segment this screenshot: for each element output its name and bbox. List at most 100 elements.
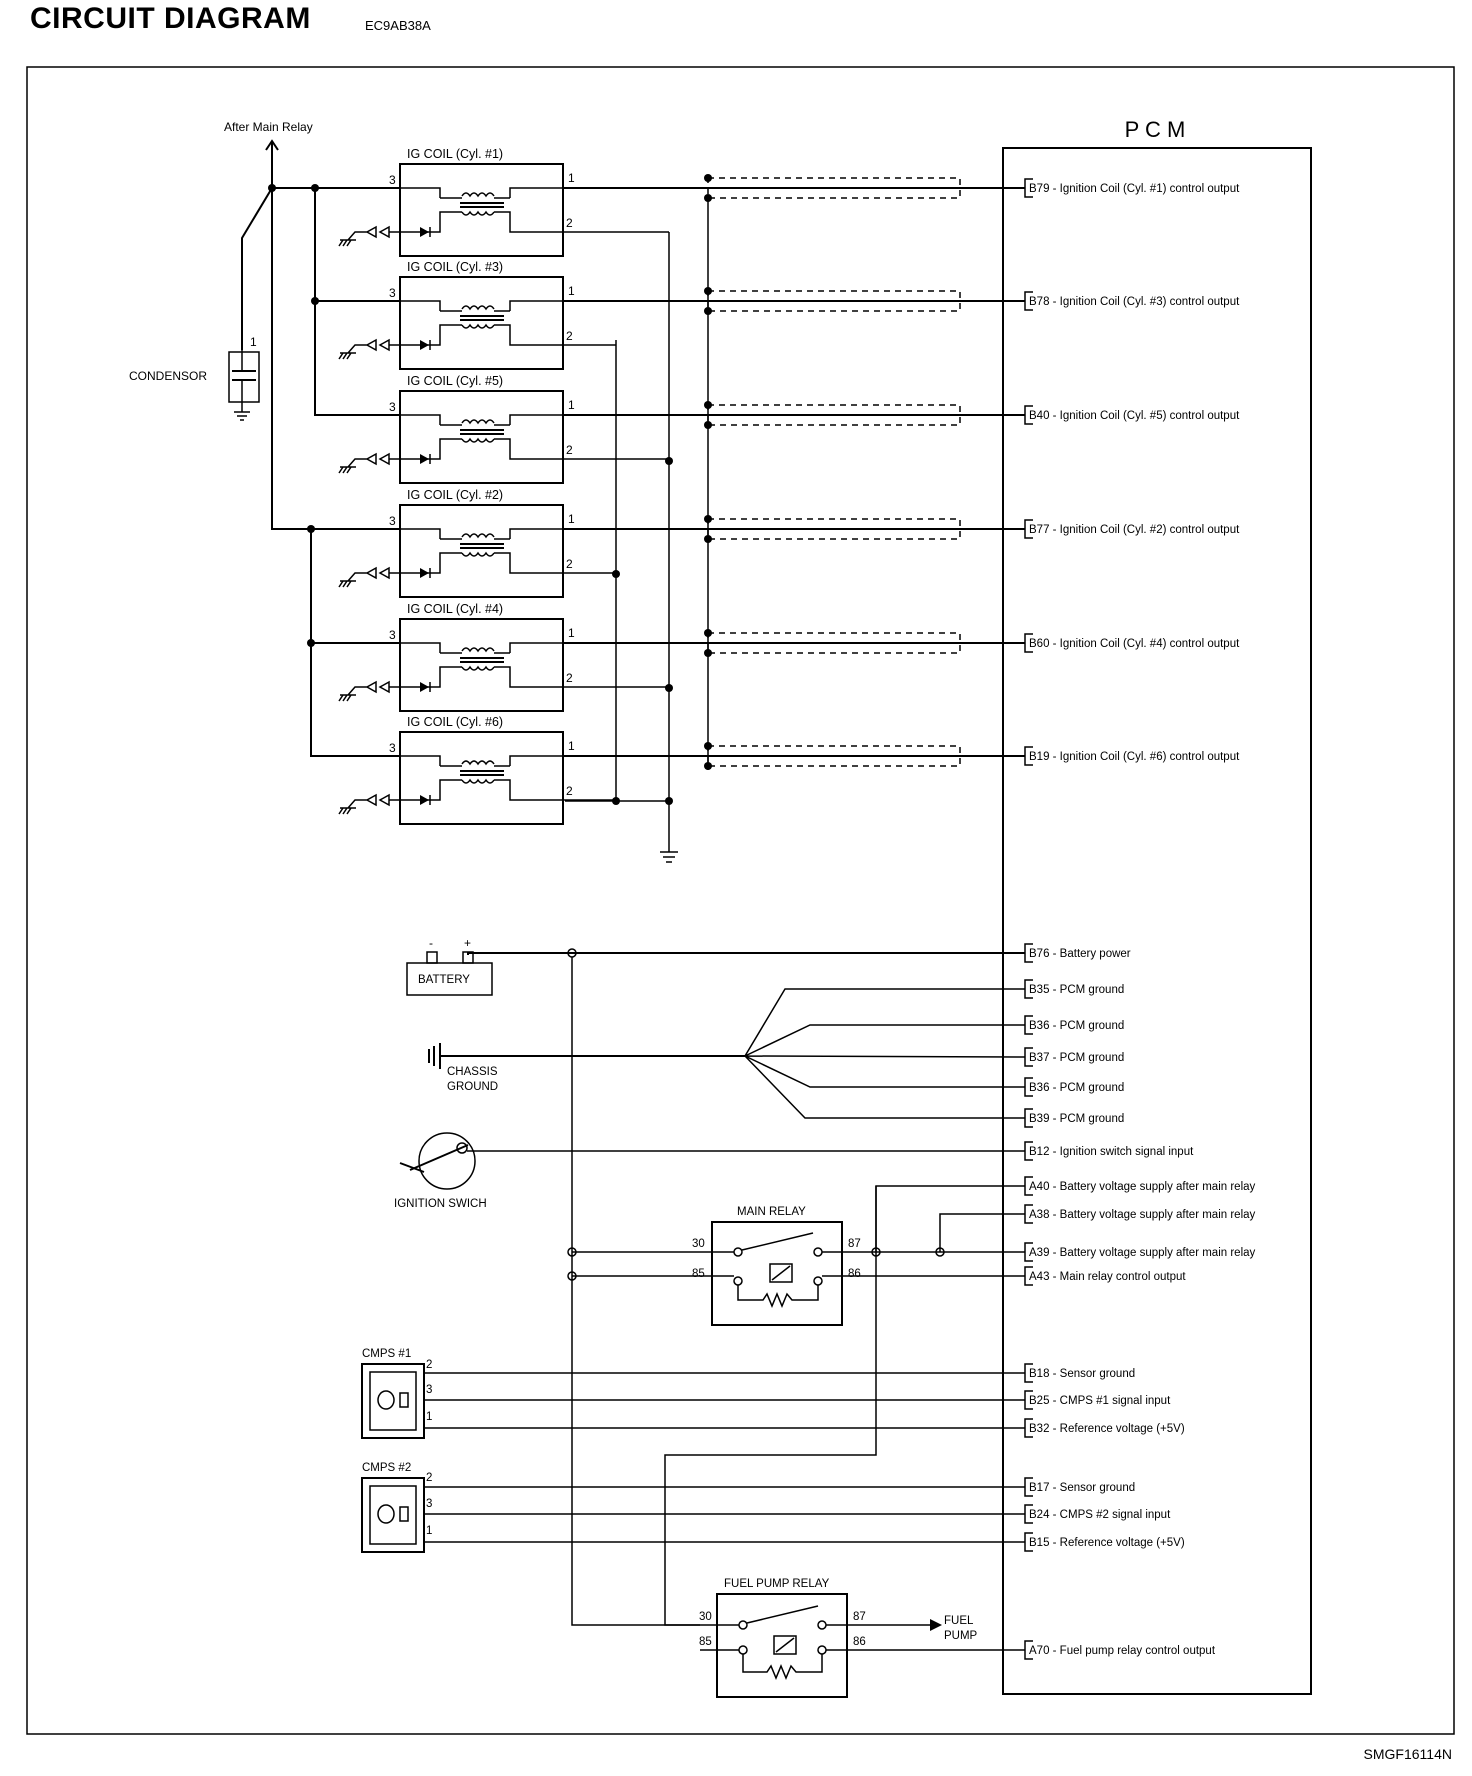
coil-primary-wire (400, 300, 563, 311)
fuel-relay-input-wires (700, 1624, 739, 1651)
coil-label: IG COIL (Cyl. #4) (407, 602, 503, 616)
pcm-pin-label: A39 - Battery voltage supply after main … (1029, 1247, 1256, 1259)
pcm-pin-14: A38 - Battery voltage supply after main … (1024, 1204, 1256, 1224)
bus-wire (310, 529, 400, 757)
coil-primary-wire (400, 755, 563, 766)
pcm-connector (1024, 405, 1033, 425)
coil-pin: 3 (389, 400, 396, 414)
bus-wire (314, 188, 400, 416)
fuel-relay-feed (664, 1186, 877, 1626)
pcm-pin-label: A38 - Battery voltage supply after main … (1029, 1209, 1256, 1221)
coil-pin: 2 (566, 671, 573, 685)
relay-pin: 87 (853, 1611, 866, 1623)
pcm-pin-0: B79 - Ignition Coil (Cyl. #1) control ou… (1024, 178, 1240, 198)
cmps2-label: CMPS #2 (362, 1462, 411, 1474)
pcm-pin-label: B19 - Ignition Coil (Cyl. #6) control ou… (1029, 751, 1240, 763)
ignition-switch-label: IGNITION SWICH (394, 1198, 487, 1210)
coil-box (399, 504, 564, 598)
junction-dot (311, 297, 319, 305)
coil-pin: 1 (568, 284, 575, 298)
cmps1-label: CMPS #1 (362, 1348, 411, 1360)
coil-pin: 1 (568, 398, 575, 412)
coil-box (399, 618, 564, 712)
pcm-pin-label: A70 - Fuel pump relay control output (1029, 1645, 1216, 1657)
page-title: CIRCUIT DIAGRAM (30, 2, 311, 35)
coil-secondary-wire (430, 310, 563, 346)
diagram-frame (26, 66, 1455, 1735)
coil-winding (461, 778, 495, 784)
pcm-pin-label: B39 - PCM ground (1029, 1113, 1124, 1125)
chassis-ground-label: GROUND (447, 1081, 498, 1093)
junction-dot (665, 457, 673, 465)
coil-winding (461, 210, 495, 216)
spark-plug-icon (338, 338, 400, 360)
pcm-pin-21: B24 - CMPS #2 signal input (1024, 1504, 1171, 1524)
relay-pin: 85 (692, 1268, 705, 1280)
coil-secondary-wire (430, 652, 563, 688)
coil-pin: 1 (568, 739, 575, 753)
coil-winding (461, 533, 495, 539)
condensor-label: CONDENSOR (129, 369, 207, 383)
coil-primary-wire (400, 187, 563, 198)
pcm-pin-22: B15 - Reference voltage (+5V) (1024, 1532, 1185, 1552)
coil-secondary-wire (430, 197, 563, 233)
pcm-pin-label: B76 - Battery power (1029, 948, 1131, 960)
coil-winding (461, 192, 495, 198)
coil-box (399, 163, 564, 257)
spark-plug-icon (338, 566, 400, 588)
battery (406, 951, 493, 996)
pcm-pin-18: B25 - CMPS #1 signal input (1024, 1390, 1171, 1410)
spark-plug-icon (338, 793, 400, 815)
pcm-pin-12: B12 - Ignition switch signal input (1024, 1141, 1194, 1161)
pcm-pin-label: B17 - Sensor ground (1029, 1482, 1135, 1494)
coil-primary-wire (400, 642, 563, 653)
cmps1-sensor (361, 1363, 425, 1439)
pcm-pin-label: A43 - Main relay control output (1029, 1271, 1186, 1283)
pcm-box (1002, 147, 1312, 1695)
coil-winding (461, 647, 495, 653)
cmps2-pin: 2 (426, 1472, 432, 1484)
pcm-pin-label: B24 - CMPS #2 signal input (1029, 1509, 1171, 1521)
coil-pin: 1 (568, 512, 575, 526)
cmps2-sensor (361, 1477, 425, 1553)
pcm-pin-label: A40 - Battery voltage supply after main … (1029, 1181, 1256, 1193)
pcm-label: P C M (1125, 117, 1186, 142)
splice-dot (567, 1247, 577, 1257)
pcm-pin-label: B60 - Ignition Coil (Cyl. #4) control ou… (1029, 638, 1240, 650)
coil-pin: 3 (389, 286, 396, 300)
coil-label: IG COIL (Cyl. #5) (407, 374, 503, 388)
main-relay-input-wires (572, 1251, 734, 1277)
pcm-pin-16: A43 - Main relay control output (1024, 1266, 1186, 1286)
battery-label: BATTERY (418, 974, 470, 986)
pcm-pin-label: B78 - Ignition Coil (Cyl. #3) control ou… (1029, 296, 1240, 308)
coil-winding (461, 665, 495, 671)
pcm-pin-15: A39 - Battery voltage supply after main … (1024, 1242, 1256, 1262)
junction-dot (307, 525, 315, 533)
splice-dot (567, 1271, 577, 1281)
after-main-relay-arrow (265, 139, 279, 188)
fuel-pump-label: FUEL (944, 1615, 974, 1627)
main-relay-output-wires (822, 1185, 1025, 1277)
spark-plug-icon (338, 680, 400, 702)
pcm-pin-7: B35 - PCM ground (1024, 979, 1124, 999)
coil-winding (461, 760, 495, 766)
pcm-pin-label: B77 - Ignition Coil (Cyl. #2) control ou… (1029, 524, 1240, 536)
coil-label: IG COIL (Cyl. #6) (407, 715, 503, 729)
coil-pin: 2 (566, 784, 573, 798)
pcm-pin-1: B78 - Ignition Coil (Cyl. #3) control ou… (1024, 291, 1240, 311)
spark-plug-icon (338, 225, 400, 247)
battery-minus: - (429, 936, 433, 950)
cmps1-pin: 3 (426, 1384, 432, 1396)
coil-secondary-wire (430, 424, 563, 460)
coil-box (399, 276, 564, 370)
junction-dot (704, 174, 712, 182)
pcm-pin-17: B18 - Sensor ground (1024, 1363, 1135, 1383)
pcm-connector (1024, 178, 1033, 198)
cmps2-pin: 1 (426, 1525, 432, 1537)
cmps1-pin: 2 (426, 1359, 432, 1371)
spark-plug-icon (338, 452, 400, 474)
